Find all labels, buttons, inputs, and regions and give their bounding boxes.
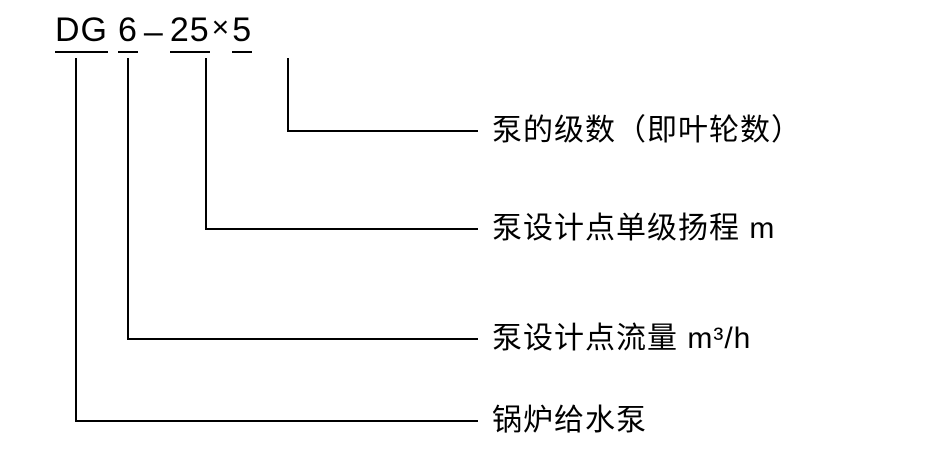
callout-line-head-vertical	[205, 58, 207, 230]
callout-label-stages: 泵的级数（即叶轮数）	[492, 114, 802, 147]
model-code-stages-value: 5	[232, 11, 253, 54]
model-code-head-value: 25	[169, 11, 210, 54]
callout-line-pump-type-horizontal	[75, 420, 478, 422]
callout-line-stages-vertical	[287, 58, 289, 132]
callout-label-pump-type: 锅炉给水泵	[492, 404, 647, 437]
callout-line-flow-vertical	[127, 58, 129, 340]
model-code-prefix: DG	[55, 11, 108, 54]
model-code-flow-value: 6	[118, 11, 138, 54]
model-code-dash: –	[143, 13, 164, 51]
model-code: DG 6 – 25 × 5	[55, 11, 253, 54]
callout-line-pump-type-vertical	[75, 58, 77, 422]
callout-line-head-horizontal	[205, 228, 478, 230]
callout-label-flow: 泵设计点流量 m³/h	[492, 322, 752, 355]
callout-line-stages-horizontal	[287, 130, 478, 132]
callout-line-flow-horizontal	[127, 338, 478, 340]
callout-label-head: 泵设计点单级扬程 m	[492, 212, 776, 245]
multiplication-sign: ×	[211, 11, 231, 45]
